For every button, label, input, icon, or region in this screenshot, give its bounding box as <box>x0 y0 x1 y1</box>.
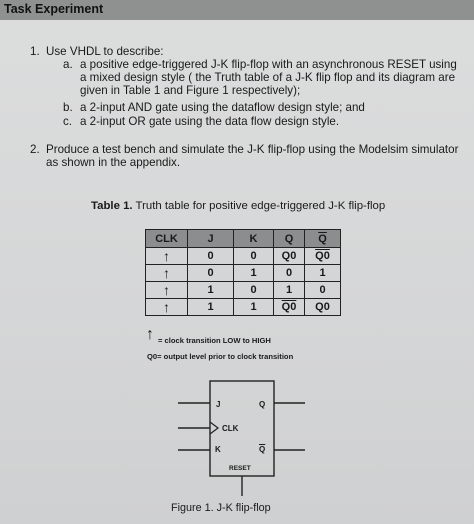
cell-k: 0 <box>233 281 274 299</box>
header-title: Task Experiment <box>4 2 104 16</box>
ff-reset-label: RESET <box>229 465 251 472</box>
task1a-line-2: a mixed design style ( the Truth table o… <box>80 71 456 84</box>
truth-table: CLK J K Q Q ↑ 0 0 Q0 Q0 ↑ 0 1 0 1 <box>145 229 341 316</box>
task2-number: 2. <box>30 143 40 156</box>
task1-number: 1. <box>30 45 40 58</box>
rising-edge-arrow-icon: ↑ <box>146 326 154 343</box>
cell-j: 0 <box>187 247 234 265</box>
task1c-label: c. <box>63 115 73 128</box>
task1b-label: b. <box>63 101 73 114</box>
ff-qbar-label: Q <box>259 445 266 454</box>
col-header-clk: CLK <box>145 229 188 248</box>
col-header-q: Q <box>273 229 305 248</box>
task1b-text: a 2-input AND gate using the dataflow de… <box>80 101 365 114</box>
cell-q: 0 <box>273 264 305 282</box>
cell-q: Q0 <box>273 247 305 265</box>
cell-j: 1 <box>187 298 234 316</box>
task1a-label: a. <box>63 58 73 71</box>
legend-q0-text: Q0= output level prior to clock transiti… <box>147 352 294 361</box>
ff-q-label: Q <box>259 400 266 409</box>
cell-qbar: Q0 <box>304 298 341 316</box>
header-bar: Task Experiment <box>0 0 474 20</box>
cell-q: 1 <box>273 281 305 299</box>
task1-text: Use VHDL to describe: <box>46 45 164 58</box>
task1a-line-1: a positive edge-triggered J-K flip-flop … <box>80 58 457 71</box>
cell-qbar: Q0 <box>304 247 341 265</box>
col-header-k: K <box>233 229 274 248</box>
table-caption: Table 1. Truth table for positive edge-t… <box>91 199 385 213</box>
table-caption-text: Truth table for positive edge-triggered … <box>132 200 386 212</box>
ff-clk-label: CLK <box>222 424 239 433</box>
cell-q: Q0 <box>273 298 305 316</box>
cell-clk: ↑ <box>145 264 188 282</box>
task1c-text: a 2-input OR gate using the data flow de… <box>80 115 340 128</box>
table-row: ↑ 1 1 Q0 Q0 <box>145 298 341 316</box>
cell-clk: ↑ <box>145 298 188 316</box>
table-row: ↑ 0 1 0 1 <box>145 264 341 282</box>
task2-line-2: as shown in the appendix. <box>46 156 181 169</box>
col-header-qbar: Q <box>304 229 341 248</box>
task1a-line-3: given in Table 1 and Figure 1 respective… <box>80 84 301 97</box>
table-caption-label: Table 1. <box>91 200 133 212</box>
ff-k-label: K <box>215 445 221 454</box>
legend-arrow-text: = clock transition LOW to HIGH <box>158 336 271 345</box>
clock-edge-triangle <box>209 421 219 435</box>
ff-j-label: J <box>216 400 221 409</box>
task2-line-1: Produce a test bench and simulate the J-… <box>46 143 459 156</box>
figure-caption: Figure 1. J-K flip-flop <box>171 502 271 514</box>
